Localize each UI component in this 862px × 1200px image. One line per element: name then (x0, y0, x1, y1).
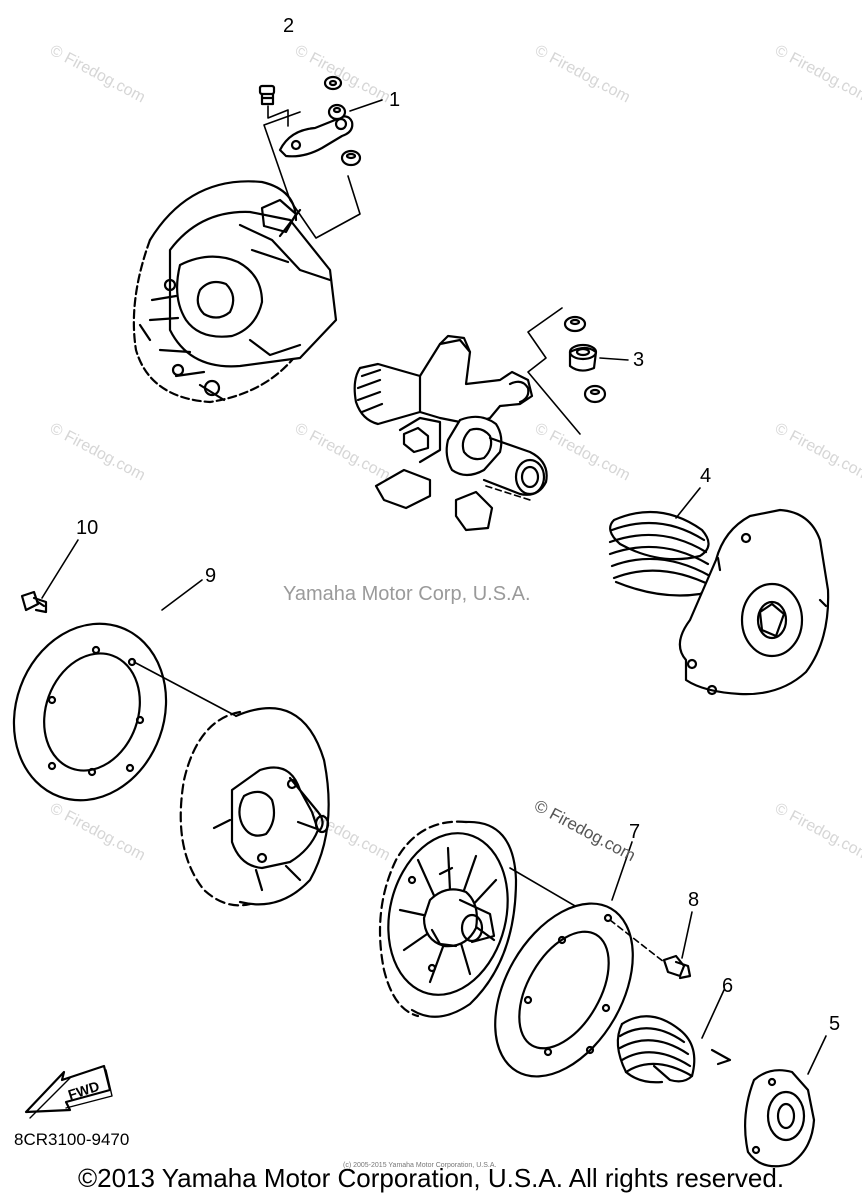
callout-8: 8 (688, 889, 700, 911)
callout-4: 4 (700, 465, 712, 487)
callout-2: 2 (283, 15, 295, 37)
movable-sheave (378, 820, 518, 1018)
sliding-sheave (179, 707, 330, 907)
fwd-arrow-icon (24, 1064, 113, 1119)
bolt-part-8 (662, 954, 692, 980)
callout-7: 7 (629, 821, 641, 843)
callout-1: 1 (389, 89, 401, 111)
sheave-cap (678, 508, 830, 696)
washer-plate-part-7 (494, 902, 634, 1078)
callout-3: 3 (633, 349, 645, 371)
callout-10: 10 (76, 517, 99, 539)
callout-9: 9 (205, 565, 217, 587)
yamaha-watermark: Yamaha Motor Corp, U.S.A. (283, 583, 531, 605)
callout-6: 6 (722, 975, 734, 997)
roller-part-3 (563, 315, 607, 404)
spider-shaft (353, 334, 548, 532)
spring-part-4 (608, 510, 714, 597)
diagram-part-code: 8CR3100-9470 (14, 1130, 130, 1149)
copyright-notice: ©2013 Yamaha Motor Corporation, U.S.A. A… (77, 1163, 785, 1193)
cap-part-5 (744, 1069, 816, 1168)
spring-part-6 (616, 1015, 732, 1084)
washer-plate-part-9 (12, 622, 168, 802)
tiny-copyright: (c) 2005-2015 Yamaha Motor Corporation, … (343, 1162, 497, 1169)
fixed-sheave (132, 180, 338, 404)
callout-5: 5 (829, 1013, 841, 1035)
bolt-part-10 (20, 590, 48, 614)
weight-arm-part-1 (278, 75, 362, 167)
bolt-part-2 (258, 84, 276, 106)
